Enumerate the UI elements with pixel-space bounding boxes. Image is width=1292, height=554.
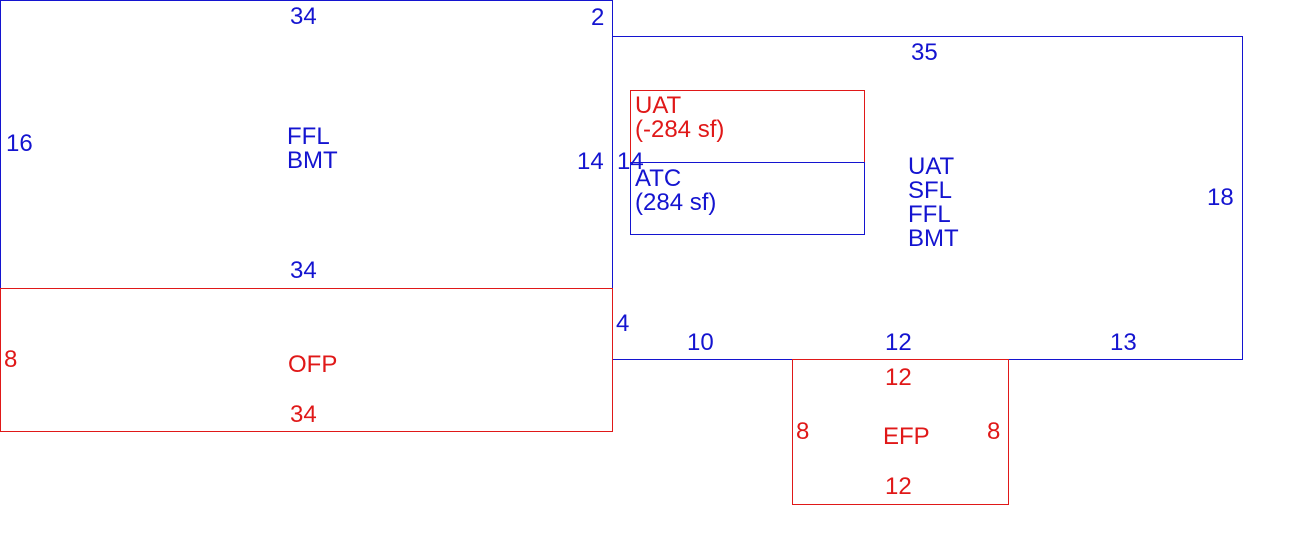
ofp-room (0, 288, 613, 432)
main-left-room-labels: FFL BMT (287, 123, 338, 174)
efp-left-dimension: 8 (796, 418, 810, 445)
main-right-bottom-dimension-a: 10 (687, 329, 714, 356)
main-left-jog-dimension: 2 (591, 4, 605, 31)
main-right-left-dimension: 14 (617, 148, 644, 175)
main-right-right-dimension: 18 (1207, 184, 1234, 211)
efp-top-dimension: 12 (885, 364, 912, 391)
ofp-left-dimension: 8 (4, 346, 18, 373)
main-right-bottom-dimension-c: 13 (1110, 329, 1137, 356)
main-left-left-dimension: 16 (6, 130, 33, 157)
ofp-label: OFP (288, 351, 338, 378)
efp-room (792, 359, 1009, 505)
main-left-right-dimension: 14 (577, 148, 604, 175)
uat-proposed-labels: UAT (-284 sf) (635, 92, 725, 143)
main-left-top-dimension: 34 (290, 3, 317, 30)
main-right-top-dimension: 35 (911, 39, 938, 66)
main-right-room-labels: UAT SFL FFL BMT (908, 153, 959, 252)
main-left-bottom-dimension: 34 (290, 257, 317, 284)
main-right-jog-dimension: 4 (616, 310, 630, 337)
efp-bottom-dimension: 12 (885, 473, 912, 500)
efp-label: EFP (883, 423, 930, 450)
ofp-bottom-dimension: 34 (290, 401, 317, 428)
main-right-bottom-dimension-b: 12 (885, 329, 912, 356)
atc-room (630, 162, 865, 235)
efp-right-dimension: 8 (987, 418, 1001, 445)
atc-labels: ATC (284 sf) (635, 165, 717, 216)
